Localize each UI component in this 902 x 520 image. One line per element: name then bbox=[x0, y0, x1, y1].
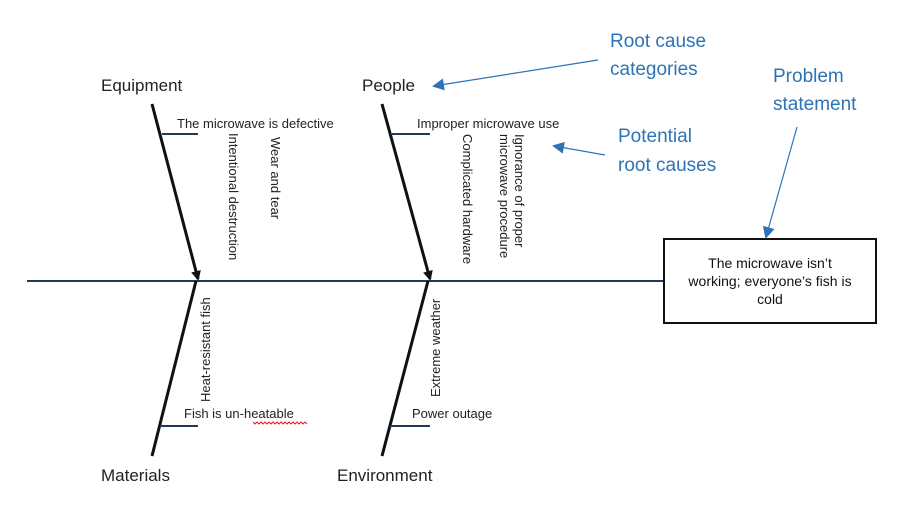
annotation-root-cause-categories-line-2: categories bbox=[610, 59, 698, 80]
problem-line-3: cold bbox=[757, 291, 783, 307]
fish-unheatable-suffix: heatable bbox=[244, 406, 294, 421]
fish-unheatable-prefix: Fish is un- bbox=[184, 406, 244, 421]
annotation-potential-root-causes-line-2: root causes bbox=[618, 155, 716, 176]
category-environment: Environment bbox=[337, 466, 433, 485]
cause-improper-use: Improper microwave use bbox=[417, 116, 559, 131]
arrow-potential-root-causes bbox=[552, 141, 606, 156]
arrow-root-cause-categories bbox=[432, 59, 599, 91]
bone-equipment bbox=[150, 103, 201, 281]
problem-line-2: working; everyone’s fish is bbox=[687, 273, 851, 289]
category-materials: Materials bbox=[101, 466, 170, 485]
annotation-root-cause-categories-line-1: Root cause bbox=[610, 31, 706, 52]
cause-extreme-weather: Extreme weather bbox=[428, 298, 443, 397]
cause-heat-resistant-fish: Heat-resistant fish bbox=[198, 297, 213, 402]
cause-intentional-destruction: Intentional destruction bbox=[226, 133, 241, 260]
cause-ignorance-line-1: Ignorance of proper bbox=[512, 134, 527, 248]
problem-line-1: The microwave isn’t bbox=[708, 255, 832, 271]
cause-ignorance-line-2: microwave procedure bbox=[497, 134, 512, 258]
annotation-problem-statement-line-1: Problem bbox=[773, 66, 844, 87]
cause-wear-and-tear: Wear and tear bbox=[268, 137, 283, 220]
spellcheck-underline bbox=[252, 421, 308, 425]
problem-box bbox=[663, 238, 877, 324]
category-equipment: Equipment bbox=[101, 76, 183, 95]
bone-people bbox=[380, 103, 433, 281]
cause-power-outage: Power outage bbox=[412, 406, 492, 421]
cause-complicated-hardware: Complicated hardware bbox=[460, 134, 475, 264]
bone-materials bbox=[150, 280, 198, 457]
cause-microwave-defective: The microwave is defective bbox=[177, 116, 334, 131]
cause-fish-unheatable: Fish is un-heatable bbox=[184, 406, 294, 421]
annotation-problem-statement-line-2: statement bbox=[773, 94, 857, 115]
arrow-problem-statement bbox=[762, 126, 798, 239]
annotation-potential-root-causes-line-1: Potential bbox=[618, 126, 692, 147]
bone-environment bbox=[380, 280, 430, 457]
category-people: People bbox=[362, 76, 415, 95]
